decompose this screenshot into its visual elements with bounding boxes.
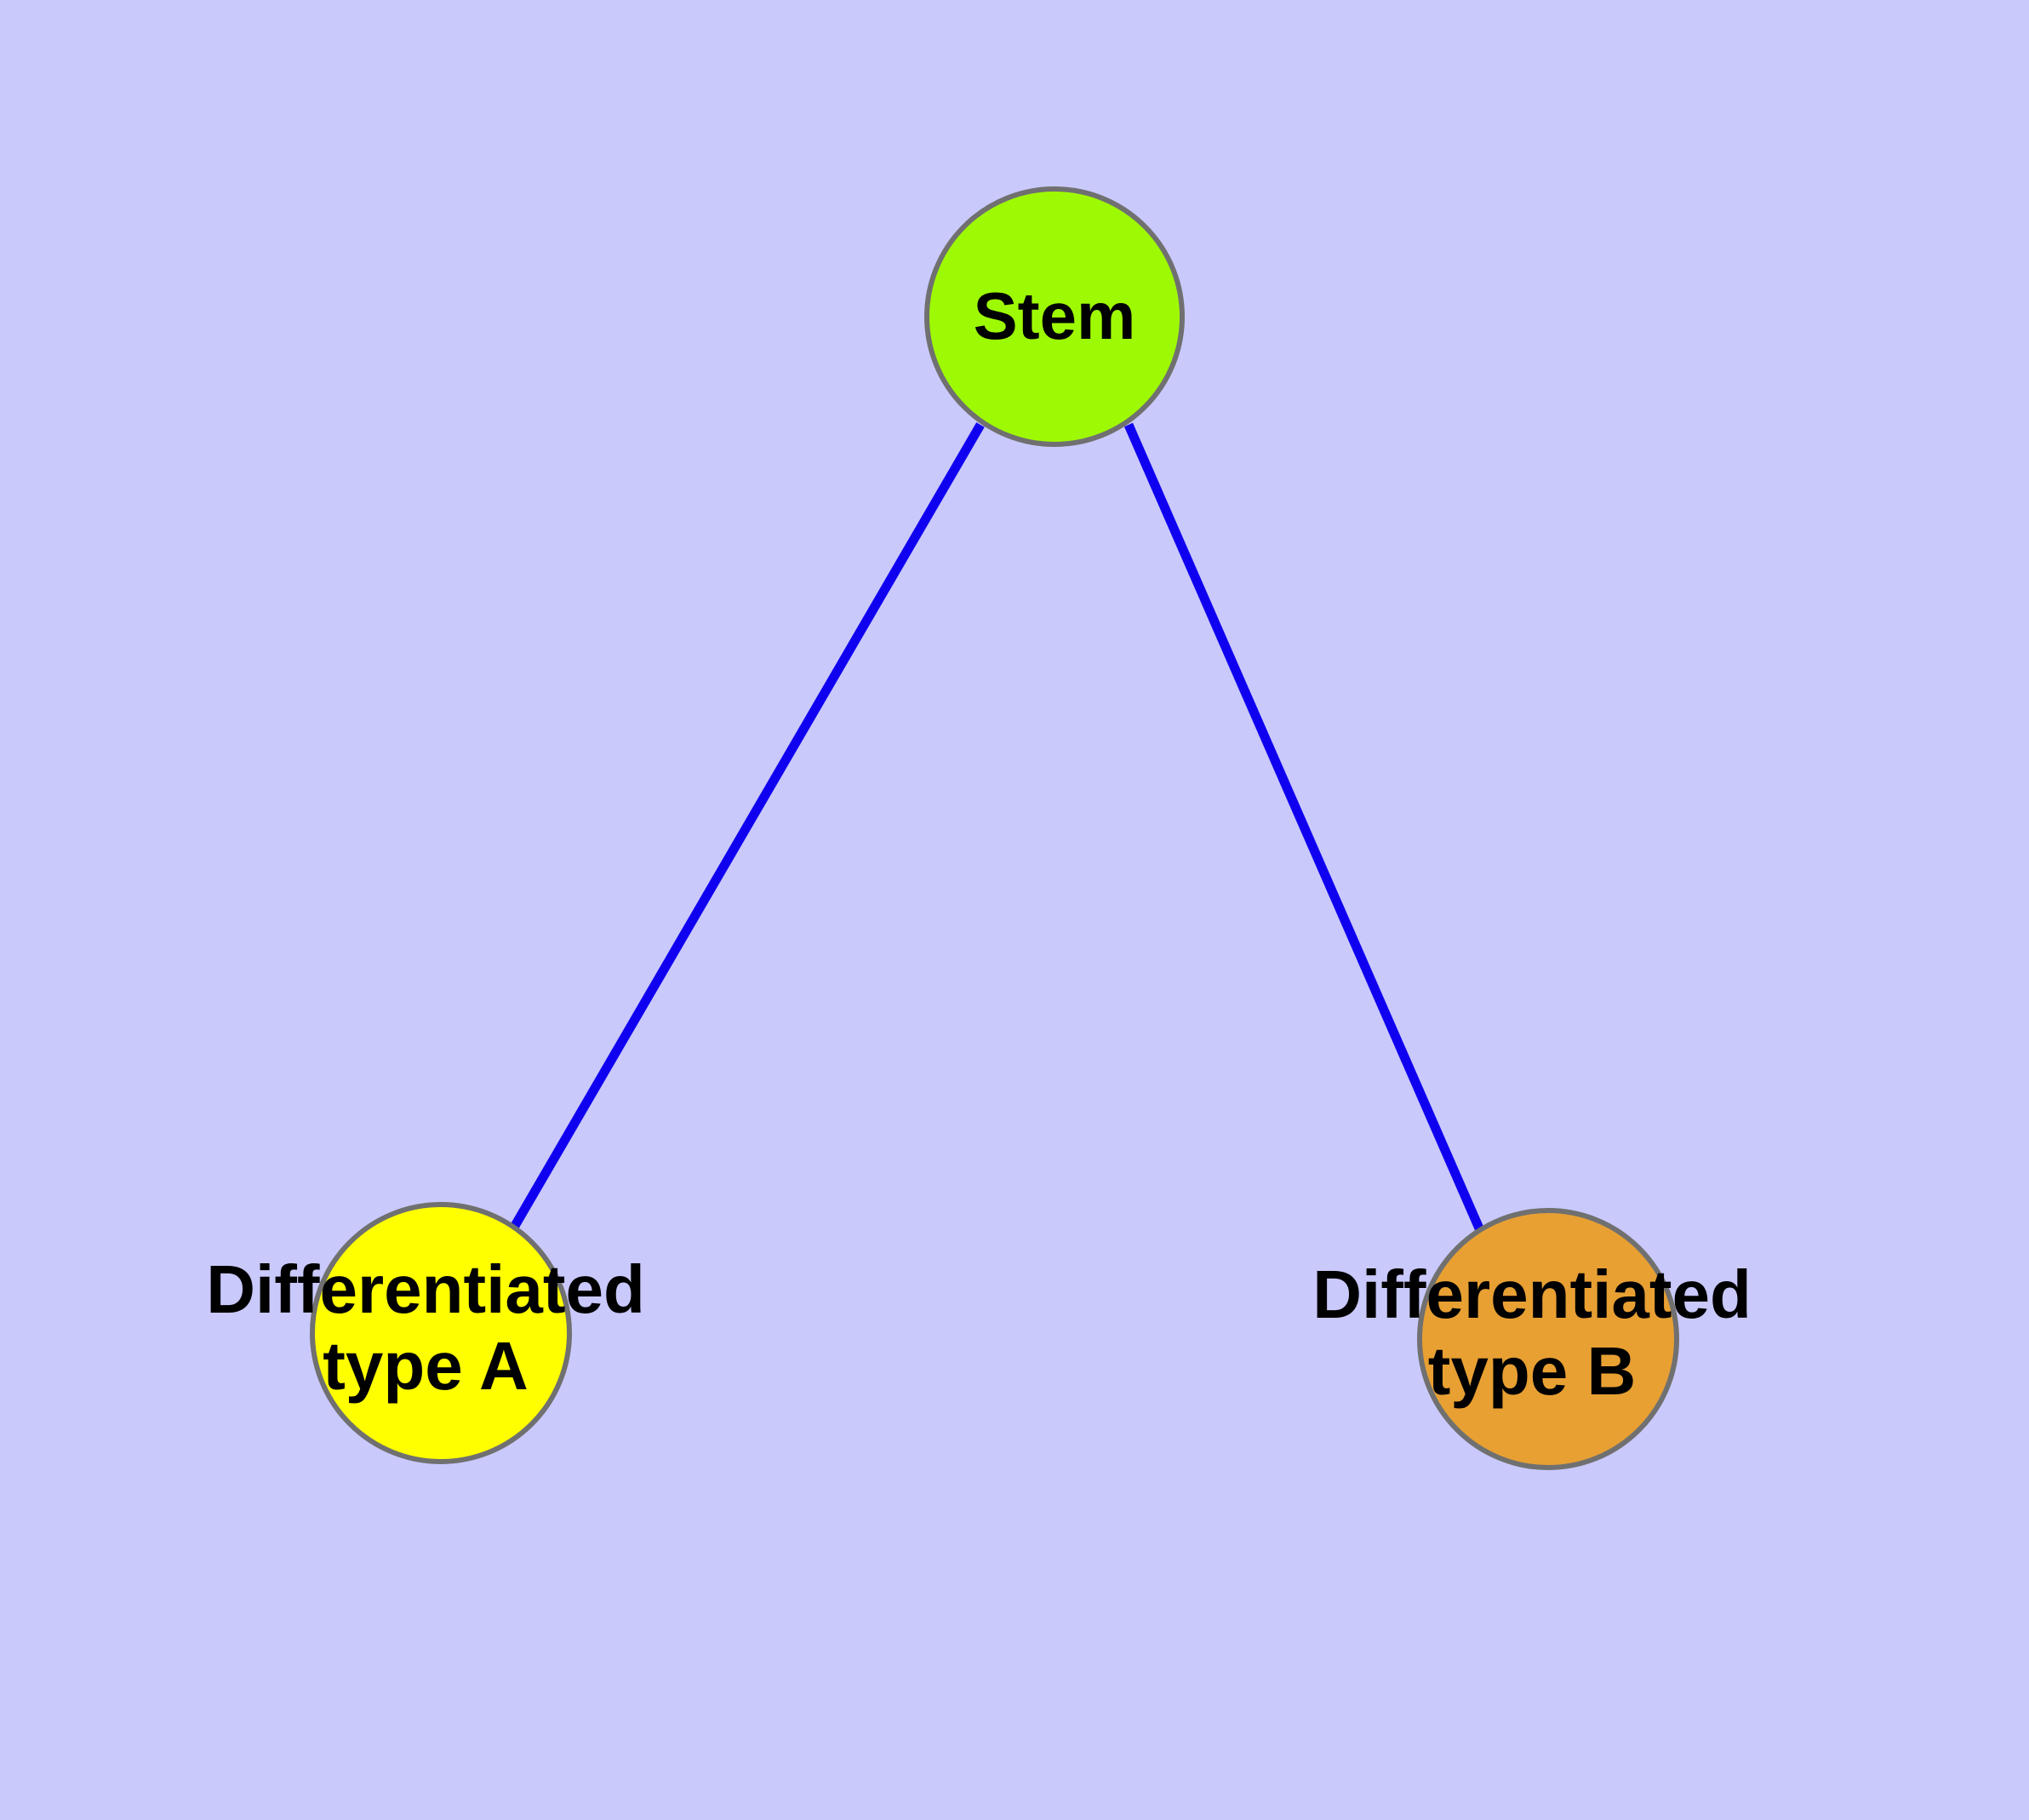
edge-stem-to-differentiated-type-a (511, 422, 985, 1228)
edge-stem-to-differentiated-type-b (1123, 422, 1484, 1231)
node-label-differentiated-type-a: Differentiated type A (206, 1251, 645, 1404)
node-differentiated-type-b[interactable] (1417, 1208, 1679, 1470)
node-label-differentiated-type-b: Differentiated type B (1312, 1256, 1752, 1409)
node-stem[interactable] (924, 186, 1185, 447)
node-differentiated-type-a[interactable] (310, 1202, 572, 1464)
